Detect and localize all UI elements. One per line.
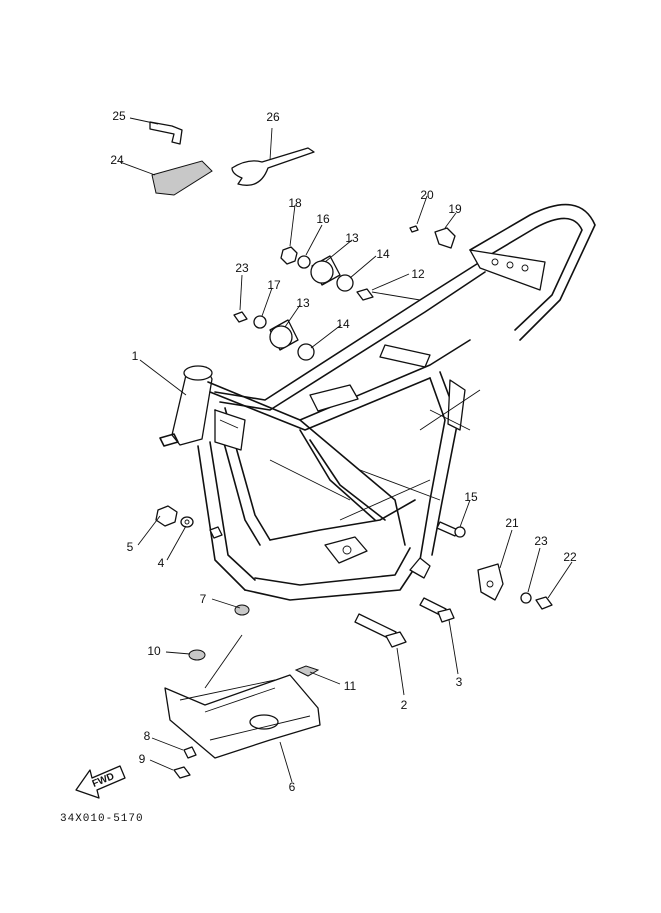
callout-7: 7: [199, 592, 207, 606]
callout-13-upper: 13: [345, 231, 359, 245]
frame-assembly: [159, 203, 596, 601]
callout-19: 20: [420, 188, 434, 202]
callout-2: 2: [400, 698, 408, 712]
top-mount-parts: [233, 225, 456, 361]
callout-26: 26: [266, 110, 280, 124]
callout-14-lower: 14: [336, 317, 350, 331]
callout-20: 21: [505, 516, 519, 530]
callout-15-lower: 17: [267, 278, 281, 292]
callout-15-upper: 16: [316, 212, 330, 226]
callout-11: 11: [343, 679, 357, 693]
callout-12: 12: [411, 267, 425, 281]
callout-23: 23: [235, 261, 249, 275]
callout-8: 8: [143, 729, 151, 743]
callout-10: 10: [147, 644, 161, 658]
engine-mount-parts: [155, 505, 553, 648]
callout-1: 1: [131, 349, 139, 363]
callout-9: 9: [138, 752, 146, 766]
callout-18: 19: [448, 202, 462, 216]
callout-5: 5: [126, 540, 134, 554]
skid-plate: [164, 649, 321, 779]
callout-21: 22: [563, 550, 577, 564]
callout-14-upper: 14: [376, 247, 390, 261]
callout-25: 25: [112, 109, 126, 123]
callout-17: 18: [288, 196, 302, 210]
leader-lines: [119, 117, 573, 783]
fwd-arrow: [75, 765, 126, 799]
callout-6: 6: [288, 780, 296, 794]
callout-3: 3: [455, 675, 463, 689]
callout-13-lower: 13: [296, 296, 310, 310]
diagram-code: 34X010-5170: [60, 813, 144, 825]
callout-22: 23: [534, 534, 548, 548]
accessory-parts: [149, 121, 315, 196]
callout-16: 15: [464, 490, 478, 504]
callout-24: 24: [110, 153, 124, 167]
callout-4: 4: [157, 556, 165, 570]
